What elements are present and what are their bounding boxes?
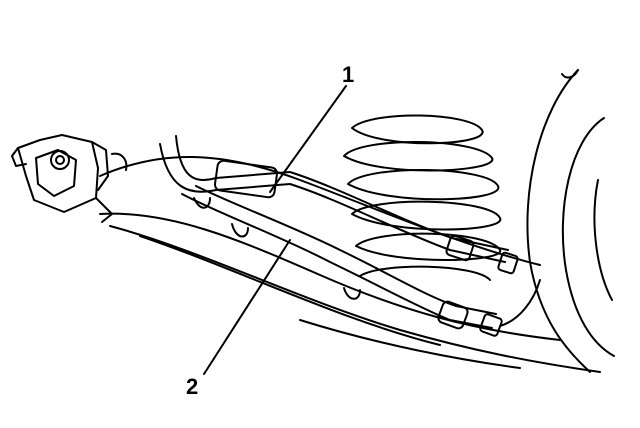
coil-spring (343, 114, 502, 281)
wheel-drum (526, 69, 615, 373)
callout-label-2: 2 (186, 374, 199, 399)
callout-2-leader (203, 239, 291, 375)
retaining-clip (193, 197, 361, 300)
axle-bottom-edge (139, 235, 441, 346)
callout-label-1: 1 (342, 62, 355, 87)
mount-bracket (11, 134, 128, 223)
axle-lower-edge (109, 225, 601, 373)
brake-line-2 (181, 185, 541, 337)
callout-1-leader (269, 85, 347, 193)
